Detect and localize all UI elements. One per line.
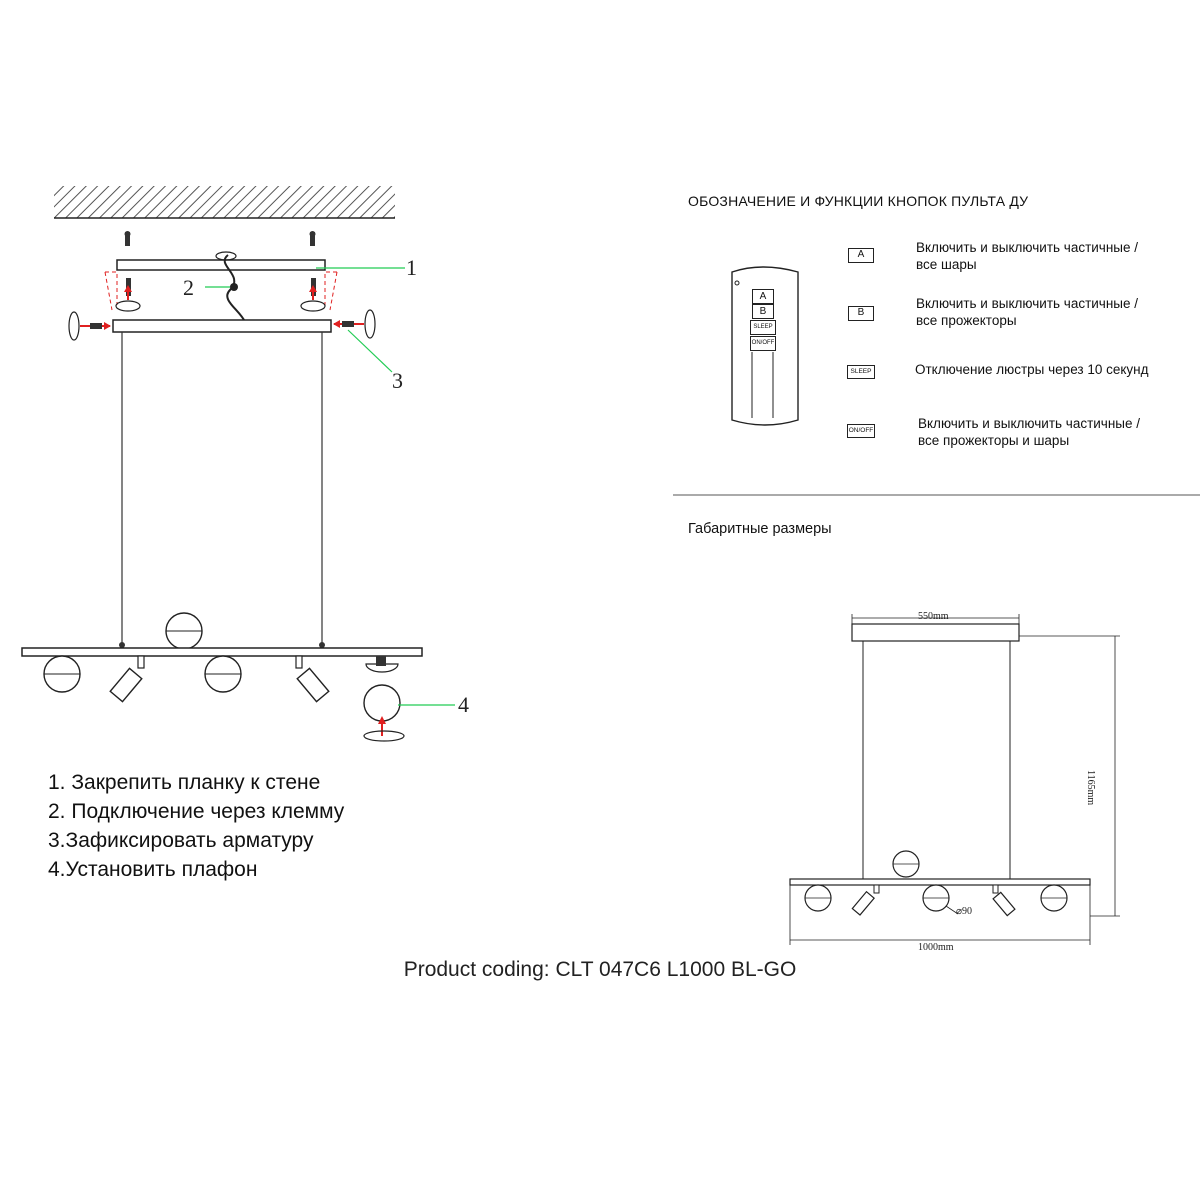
remote-key-b: B <box>752 304 774 319</box>
installation-steps: 1. Закрепить планку к стене 2. Подключен… <box>48 768 344 884</box>
power-wire <box>223 254 246 323</box>
product-coding: Product coding: CLT 047C6 L1000 BL-GO <box>403 958 797 981</box>
legend-key-sleep: SLEEP <box>847 365 875 379</box>
legend-text-sleep: Отключение люстры через 10 секунд <box>915 362 1149 377</box>
globe-shade-1 <box>43 655 81 693</box>
side-screw-right <box>333 309 376 339</box>
legend-key-b: B <box>848 306 874 321</box>
step-2: 2. Подключение через клемму <box>48 800 345 823</box>
dim-bar <box>789 878 1091 886</box>
terminal-block <box>230 283 238 291</box>
legend-text-a: Включить и выключить частичные /все шары <box>916 240 1138 272</box>
dim-total-height: 1165mm <box>1085 770 1096 806</box>
dim-canopy-width: 550mm <box>918 611 949 622</box>
legend-key-onoff: ON/OFF <box>847 424 875 438</box>
globe-shade-2 <box>204 655 242 693</box>
remote-key-a: A <box>752 289 774 304</box>
legend-key-a: A <box>848 248 874 263</box>
spotlight-2 <box>295 655 330 703</box>
callout-3: 3 <box>392 368 403 393</box>
step-3: 3.Зафиксировать арматуру <box>48 829 314 852</box>
callout-4: 4 <box>458 692 469 717</box>
dim-shade-diameter: ⌀90 <box>956 906 973 917</box>
shade-holder <box>365 656 399 673</box>
step-1: 1. Закрепить планку к стене <box>48 771 321 794</box>
step-4: 4.Установить плафон <box>48 858 258 881</box>
legend-text-onoff: Включить и выключить частичные /все прож… <box>918 416 1140 448</box>
dim-bar-length: 1000mm <box>918 942 954 953</box>
screw-right-lower <box>300 278 326 312</box>
globe-shade-install <box>363 684 405 742</box>
dimensions-title: Габаритные размеры <box>688 521 832 537</box>
remote-legend-title: ОБОЗНАЧЕНИЕ И ФУНКЦИИ КНОПОК ПУЛЬТА ДУ <box>688 193 1029 209</box>
mounting-plate <box>116 259 326 271</box>
light-bar <box>21 647 423 657</box>
canopy <box>112 319 332 333</box>
legend-text-b: Включить и выключить частичные /все прож… <box>916 296 1138 328</box>
top-globe-shade <box>165 612 203 650</box>
callout-2: 2 <box>183 275 194 300</box>
screw-left-lower <box>115 278 141 312</box>
remote-key-onoff: ON/OFF <box>750 336 776 351</box>
ceiling-hatch <box>54 186 395 218</box>
callout-1: 1 <box>406 255 417 280</box>
remote-key-sleep: SLEEP <box>750 320 776 335</box>
spotlight-1 <box>109 655 145 703</box>
side-screw-left <box>68 311 111 341</box>
dim-canopy <box>851 623 1020 642</box>
ceiling-screw-right <box>309 231 316 246</box>
ceiling-screw-left <box>124 231 131 246</box>
